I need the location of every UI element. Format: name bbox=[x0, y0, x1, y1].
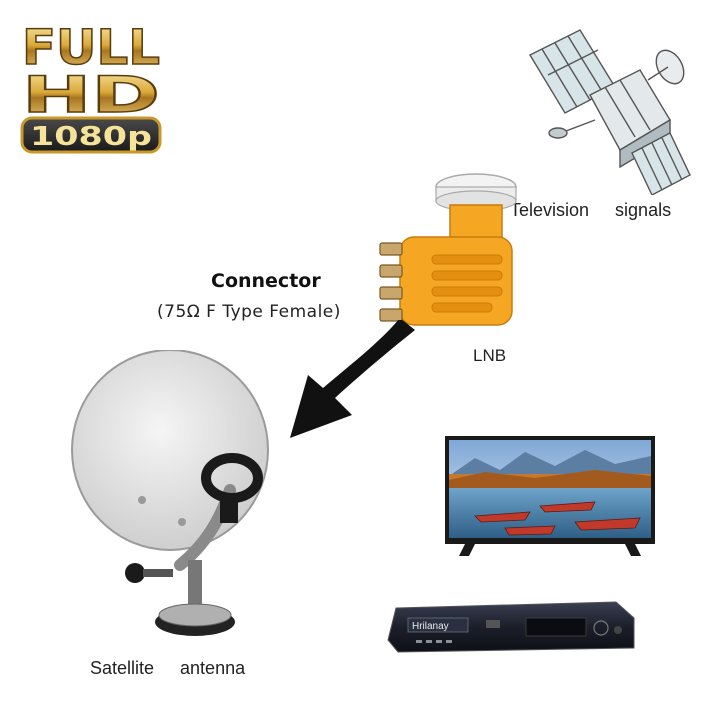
satellite-icon bbox=[529, 29, 691, 195]
badge-line-1080p: 1080p bbox=[30, 122, 152, 152]
curved-arrow-icon bbox=[290, 320, 415, 438]
satellite-antenna-label: Satellite antenna bbox=[90, 658, 246, 678]
set-top-box-icon: Hrilanay bbox=[387, 601, 635, 653]
lnb-device-icon bbox=[379, 173, 517, 326]
connector-spec: (75Ω F Type Female) bbox=[157, 302, 341, 322]
badge-line-full: FULL bbox=[22, 20, 160, 76]
full-hd-badge: FULL HD 1080p bbox=[20, 19, 162, 154]
connector-title: Connector bbox=[211, 270, 321, 292]
television-signals-label: Television signals bbox=[510, 200, 672, 220]
badge-plate bbox=[20, 116, 162, 154]
lnb-label: LNB bbox=[473, 346, 507, 365]
television-icon bbox=[445, 436, 655, 556]
satellite-dish-icon bbox=[71, 350, 269, 636]
badge-line-hd: HD bbox=[22, 66, 160, 124]
receiver-brand: Hrilanay bbox=[412, 621, 449, 632]
